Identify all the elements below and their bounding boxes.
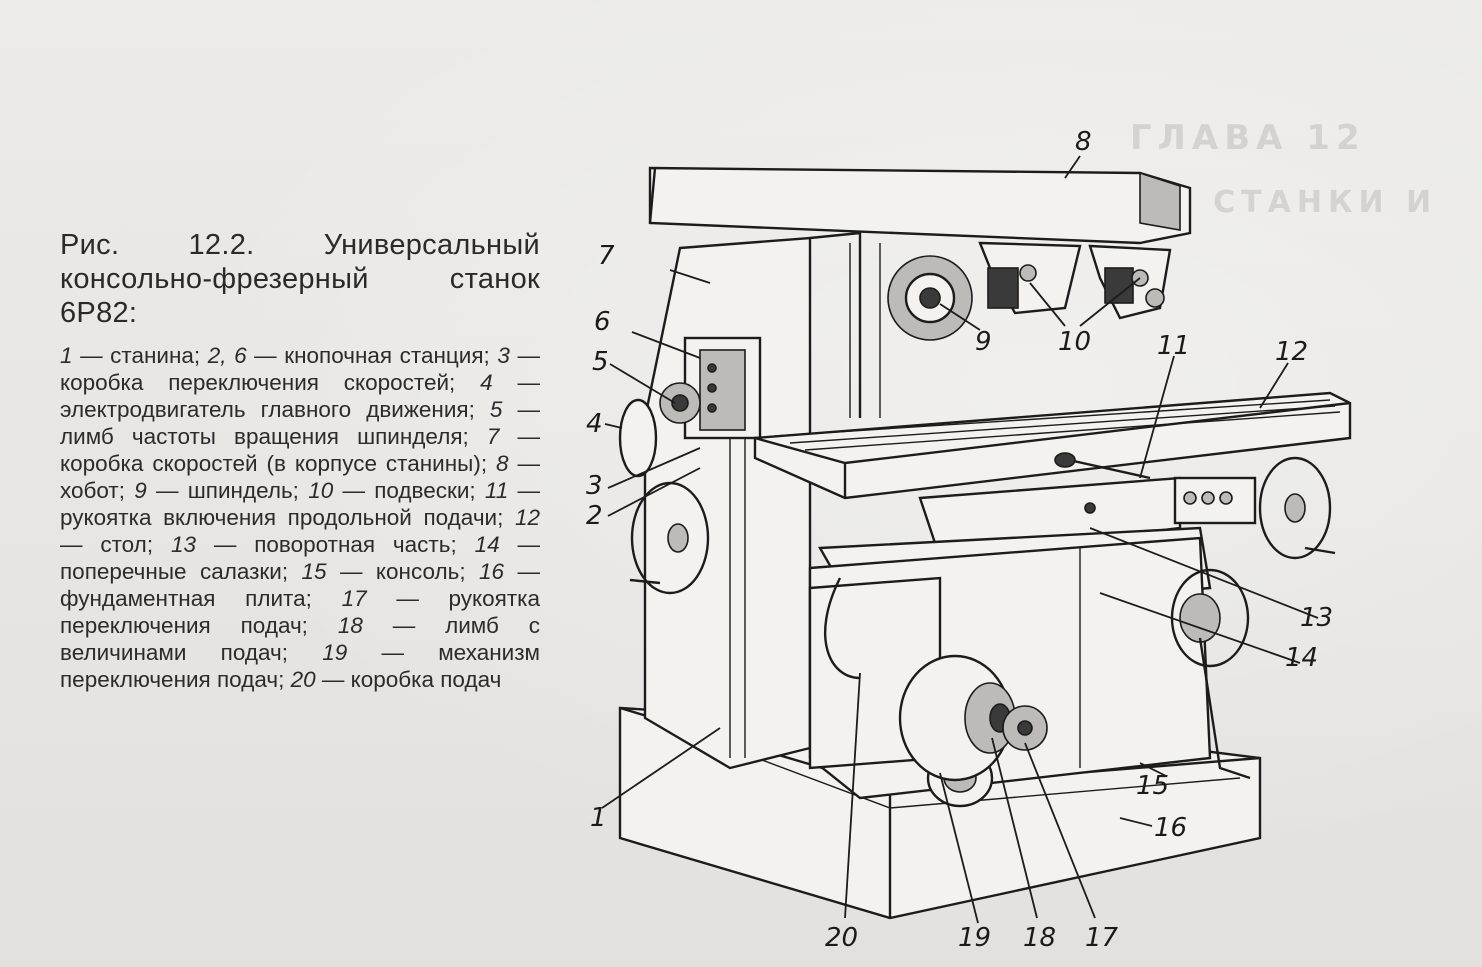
label-20: 20 <box>825 923 858 953</box>
legend-number: 17 <box>341 586 367 611</box>
left-handwheel <box>629 481 710 595</box>
label-10: 10 <box>1058 327 1091 357</box>
label-16: 16 <box>1154 813 1187 843</box>
legend-number: 11 <box>484 478 509 503</box>
legend-text: — станина; <box>72 343 208 368</box>
label-17: 17 <box>1085 923 1119 953</box>
legend-text: — поперечные салазки; <box>60 532 540 584</box>
label-6: 6 <box>594 307 611 337</box>
caption-title: Рис. 12.2. Универсальный консольно-фрезе… <box>60 229 540 329</box>
legend-text: — хобот; <box>60 451 540 503</box>
legend-number: 15 <box>301 559 327 584</box>
legend-text: — механизм переключения подач; <box>60 640 540 692</box>
legend-text: — консоль; <box>326 559 480 584</box>
feed-lever <box>1002 705 1048 751</box>
spindle-speed-dial <box>659 382 701 424</box>
label-4: 4 <box>586 409 603 439</box>
leader-lines <box>601 155 1319 924</box>
side-control-panel <box>1173 476 1257 525</box>
legend-number: 3 <box>497 343 510 368</box>
legend-text: — коробка скоростей (в корпусе станины); <box>60 424 540 476</box>
legend-text: — кнопочная станция; <box>246 343 498 368</box>
work-table <box>753 391 1352 500</box>
legend-text: — рукоятка включения продольной подачи; <box>60 478 540 530</box>
legend-text: — фундаментная плита; <box>60 559 540 611</box>
main-motor <box>618 398 658 478</box>
legend-number: 19 <box>322 640 348 665</box>
label-8: 8 <box>1075 127 1092 157</box>
label-19: 19 <box>958 923 991 953</box>
label-9: 9 <box>975 327 992 357</box>
legend-number: 8 <box>496 451 509 476</box>
label-11: 11 <box>1157 331 1190 361</box>
longitudinal-feed-handle <box>1054 452 1151 480</box>
legend-text: — коробка подач <box>315 667 502 692</box>
label-18: 18 <box>1023 923 1056 953</box>
legend-text: — электродвигатель главного движения; <box>60 370 540 422</box>
legend-number: 7 <box>486 424 500 449</box>
knee-handwheel <box>1170 568 1251 780</box>
feed-dial <box>898 654 1016 782</box>
legend-number: 20 <box>290 667 316 692</box>
legend-text: — коробка переключения скоростей; <box>60 343 540 395</box>
label-12: 12 <box>1275 337 1308 367</box>
bleed-through-heading: ГЛАВА 12 <box>1130 118 1366 158</box>
legend-number: 14 <box>474 532 500 557</box>
figure-legend: 1 — станина; 2, 6 — кнопочная станция; 3… <box>60 342 540 693</box>
label-3: 3 <box>586 471 603 501</box>
button-station-panel <box>683 336 762 440</box>
figure-caption: Рис. 12.2. Универсальный консольно-фрезе… <box>60 228 540 693</box>
label-14: 14 <box>1285 643 1318 673</box>
label-7: 7 <box>598 241 615 271</box>
label-2: 2 <box>586 501 603 531</box>
overarm <box>648 166 1192 418</box>
legend-number: 1 <box>60 343 73 368</box>
legend-text: — стол; <box>60 532 171 557</box>
arbor-supports <box>978 241 1172 320</box>
label-13: 13 <box>1300 603 1333 633</box>
legend-number: 16 <box>479 559 505 584</box>
legend-text: — лимб с величинами подач; <box>60 613 540 665</box>
legend-text: — подвески; <box>333 478 485 503</box>
legend-text: — лимб частоты вращения шпинделя; <box>60 397 540 449</box>
legend-number: 12 <box>514 505 540 530</box>
legend-text: — шпиндель; <box>146 478 309 503</box>
label-15: 15 <box>1136 771 1169 801</box>
spindle <box>887 255 973 341</box>
right-handwheel <box>1258 456 1336 560</box>
milling-machine-diagram: 1 2 3 4 5 6 7 8 9 10 11 12 13 14 15 16 1… <box>586 127 1352 953</box>
legend-number: 2, 6 <box>207 343 247 368</box>
label-5: 5 <box>592 347 609 377</box>
legend-text: — поворотная часть; <box>195 532 475 557</box>
legend-number: 10 <box>308 478 334 503</box>
legend-number: 18 <box>337 613 363 638</box>
legend-number: 4 <box>480 370 493 395</box>
legend-number: 5 <box>489 397 503 422</box>
legend-text: — рукоятка переключения подач; <box>60 586 540 638</box>
label-1: 1 <box>590 803 607 833</box>
legend-number: 9 <box>134 478 147 503</box>
legend-number: 13 <box>170 532 196 557</box>
